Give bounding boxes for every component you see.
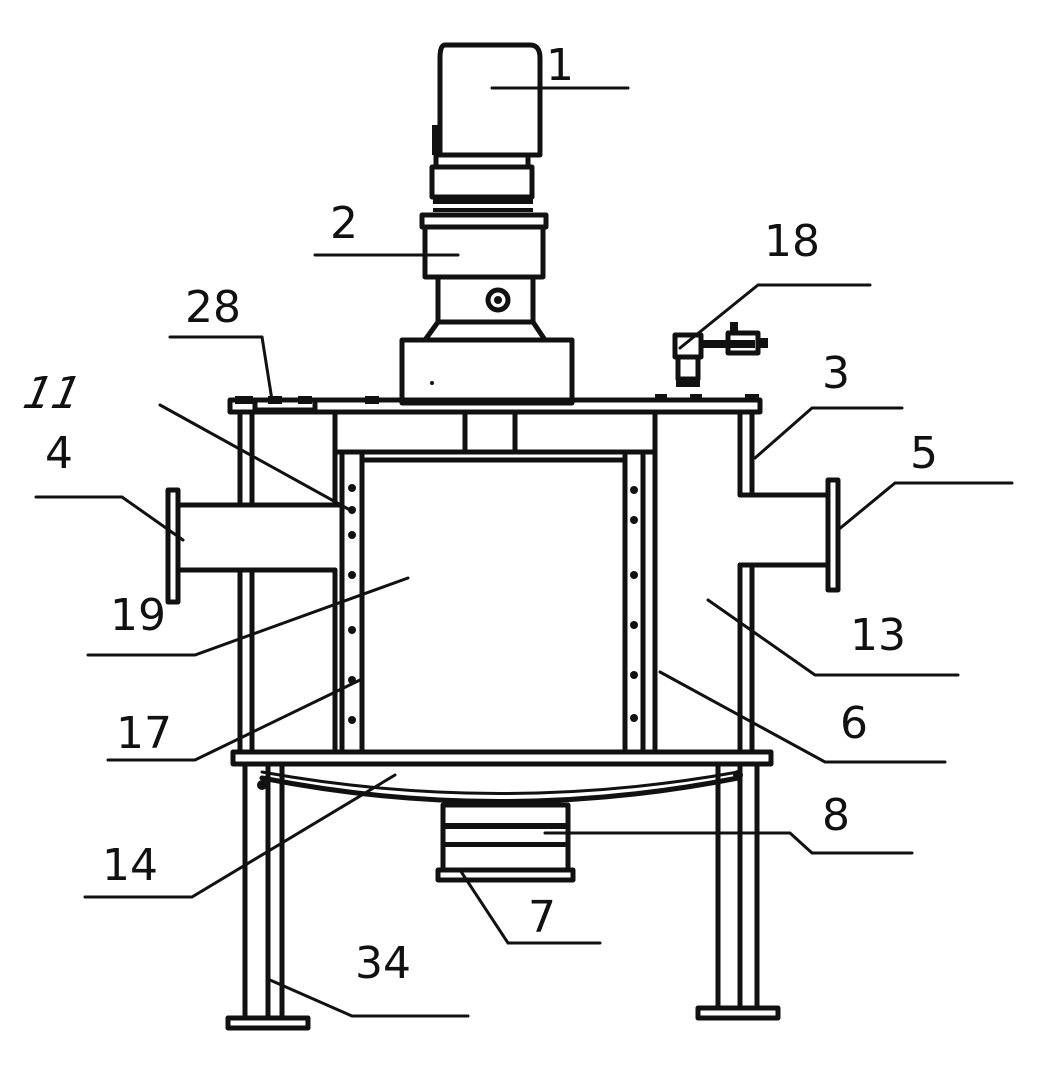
right-perforated-wall [622, 452, 646, 755]
discharge-outlet [435, 802, 576, 883]
part-labels: 1 2 3 4 5 6 7 8 11 13 14 17 18 19 28 34 [19, 40, 938, 989]
label-2: 2 [330, 198, 358, 249]
inner-frame [332, 409, 658, 755]
label-1: 1 [546, 40, 574, 91]
label-5: 5 [910, 428, 938, 479]
pressure-valve [672, 322, 768, 387]
bottom-flange [230, 749, 774, 804]
label-6: 6 [840, 698, 868, 749]
label-17: 17 [116, 708, 172, 759]
label-28: 28 [185, 282, 241, 333]
outlet-pipe [737, 477, 841, 593]
left-perforated-wall [339, 452, 365, 755]
inlet-pipe [165, 487, 343, 755]
support-legs [225, 761, 781, 1031]
label-18: 18 [764, 216, 820, 267]
label-11: 11 [19, 368, 86, 418]
motor [432, 42, 543, 170]
label-8: 8 [822, 790, 850, 841]
label-3: 3 [822, 348, 850, 399]
top-flange [227, 394, 763, 415]
label-13: 13 [850, 610, 906, 661]
outer-shell [237, 409, 755, 755]
label-19: 19 [110, 590, 166, 641]
drive-housing [399, 337, 575, 406]
label-7: 7 [528, 892, 556, 943]
label-34: 34 [355, 938, 411, 989]
leader-lines [34, 86, 1014, 1018]
label-4: 4 [45, 428, 73, 479]
reducer [419, 164, 549, 343]
label-14: 14 [102, 840, 158, 891]
